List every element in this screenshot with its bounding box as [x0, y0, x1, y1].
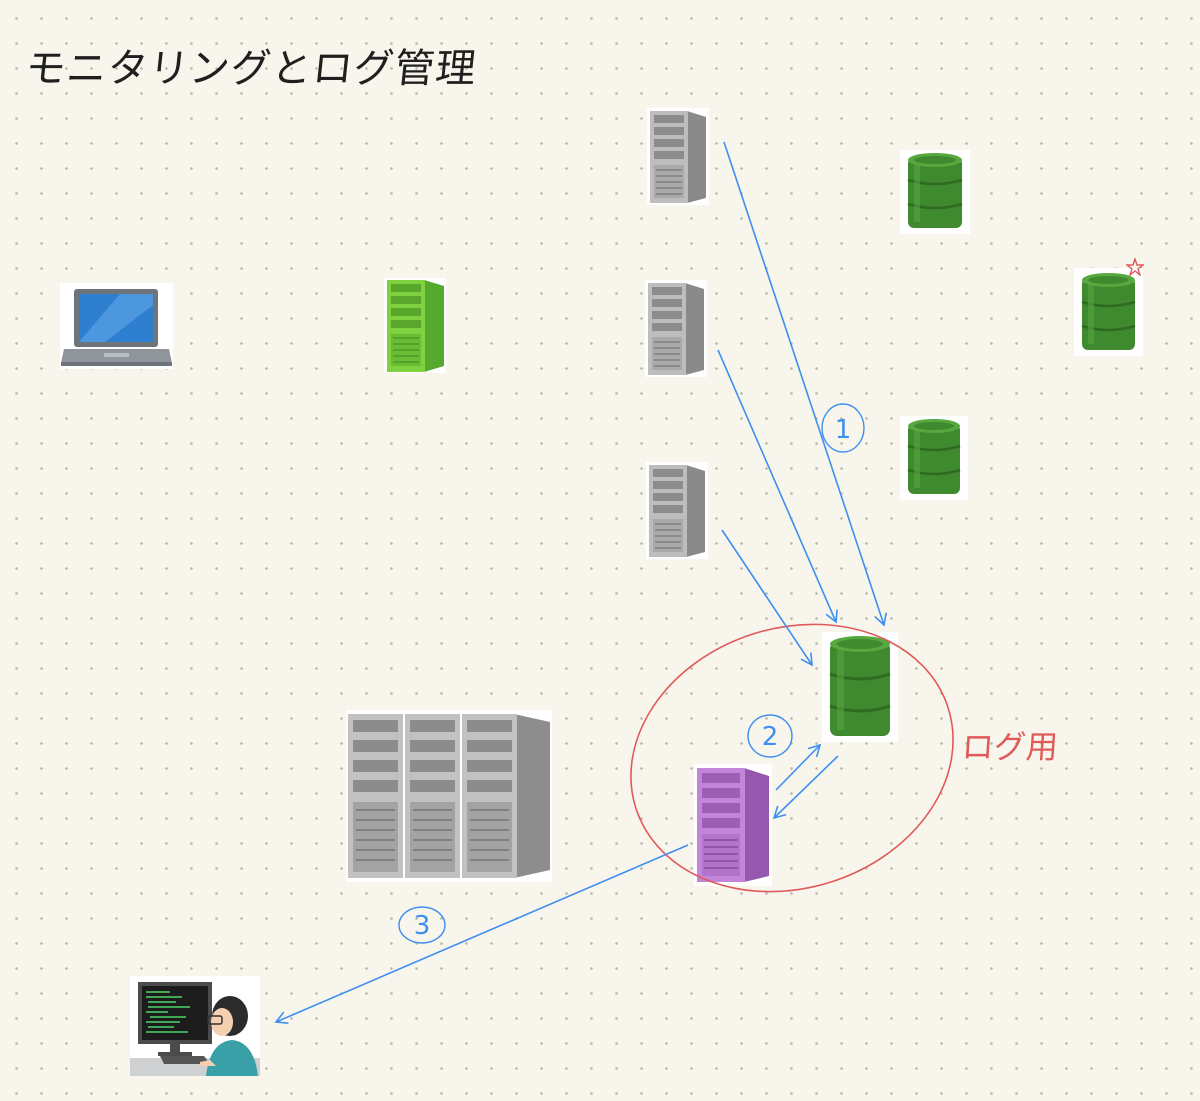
star-icon: [1126, 258, 1144, 276]
gray-server-icon: [646, 462, 708, 559]
step-1-marker: 1: [821, 403, 865, 453]
log-group-circle: [630, 623, 954, 893]
green-server-icon: [384, 278, 446, 373]
arrow-drum-to-purple: [772, 755, 839, 820]
oil-drum-icon: [1074, 268, 1143, 356]
step-3-label: 3: [414, 911, 431, 941]
arrow-server2-to-logdrum: [717, 349, 838, 624]
oil-drum-icon: [822, 632, 898, 742]
step-3-marker: 3: [398, 906, 446, 944]
oil-drum-icon: [900, 416, 968, 500]
arrow-server1-to-logdrum: [723, 141, 888, 627]
engineer-at-computer-icon: [130, 976, 260, 1076]
step-2-label: 2: [762, 722, 779, 752]
step-1-label: 1: [835, 415, 852, 445]
server-rack-icon: [346, 710, 552, 882]
step-2-marker: 2: [747, 714, 793, 758]
arrow-server3-to-logdrum: [721, 529, 813, 667]
oil-drum-icon: [900, 150, 970, 234]
gray-server-icon: [647, 108, 709, 205]
page-title: モニタリングとログ管理: [23, 46, 479, 92]
arrow-purple-to-drum: [775, 743, 822, 791]
purple-server-icon: [694, 764, 772, 886]
log-purpose-label: ログ用: [960, 728, 1060, 766]
gray-server-icon: [645, 280, 707, 377]
laptop-icon: [60, 283, 173, 369]
